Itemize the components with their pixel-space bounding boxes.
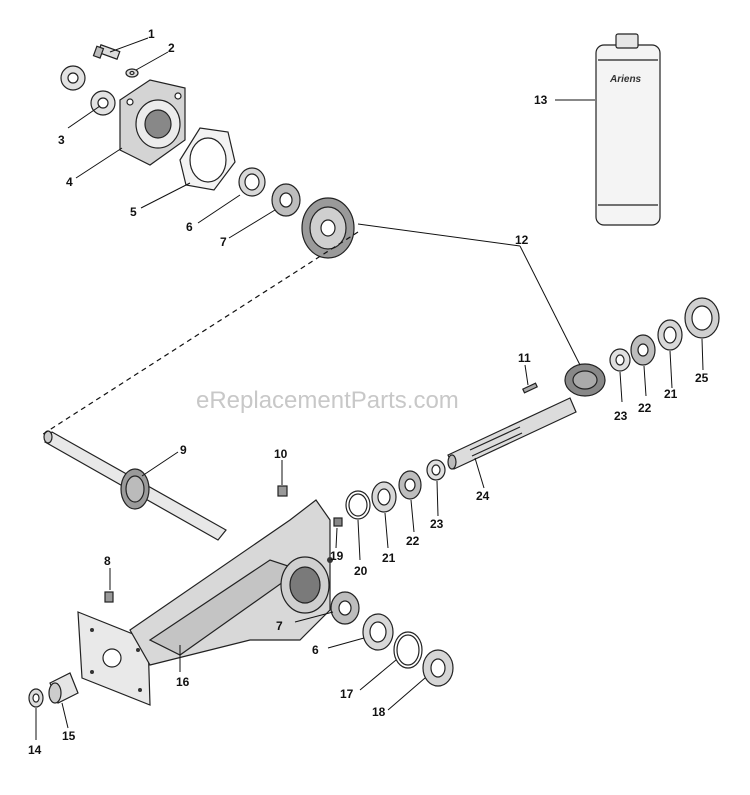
part-20-snap-ring bbox=[345, 490, 371, 520]
part-14-washer bbox=[28, 688, 44, 708]
container-brand-text: Ariens bbox=[609, 74, 642, 85]
callout-23-right: 23 bbox=[614, 409, 628, 423]
part-12-worm-gear bbox=[564, 363, 606, 397]
part-13-lubricant-container: Ariens bbox=[595, 33, 661, 226]
callout-10: 10 bbox=[274, 447, 288, 461]
callout-labels: 1 2 3 4 5 6 7 13 12 9 10 11 8 16 14 15 7… bbox=[28, 27, 709, 757]
part-2-washer bbox=[125, 68, 139, 78]
part-7-bearing-cone-lower bbox=[330, 591, 360, 625]
part-18-seal bbox=[422, 649, 454, 687]
callout-18: 18 bbox=[372, 705, 386, 719]
callout-23-left: 23 bbox=[430, 517, 444, 531]
part-7-bearing-cone-upper bbox=[271, 183, 301, 217]
part-22-bearing-cone-left bbox=[398, 470, 422, 500]
callout-7-lower: 7 bbox=[276, 619, 283, 633]
callout-3: 3 bbox=[58, 133, 65, 147]
callout-25: 25 bbox=[695, 371, 709, 385]
part-23-spacer-left bbox=[426, 459, 446, 481]
callout-22-right: 22 bbox=[638, 401, 652, 415]
callout-8: 8 bbox=[104, 554, 111, 568]
part-5-gasket bbox=[179, 127, 236, 191]
part-9-axle-shaft bbox=[43, 430, 227, 541]
callout-16: 16 bbox=[176, 675, 190, 689]
part-21-bearing-cup-right bbox=[657, 319, 683, 351]
callout-14: 14 bbox=[28, 743, 42, 757]
part-15-bushing bbox=[48, 672, 79, 704]
callout-5: 5 bbox=[130, 205, 137, 219]
callout-17: 17 bbox=[340, 687, 354, 701]
callout-15: 15 bbox=[62, 729, 76, 743]
part-8-key bbox=[104, 591, 114, 603]
part-1-bolt bbox=[92, 44, 121, 60]
callout-13: 13 bbox=[534, 93, 548, 107]
part-6-bearing-cup-upper bbox=[238, 167, 266, 197]
callout-7-upper: 7 bbox=[220, 235, 227, 249]
callout-6-lower: 6 bbox=[312, 643, 319, 657]
part-25-seal bbox=[684, 297, 720, 339]
callout-19: 19 bbox=[330, 549, 344, 563]
callout-4: 4 bbox=[66, 175, 73, 189]
callout-2: 2 bbox=[168, 41, 175, 55]
callout-12: 12 bbox=[515, 233, 529, 247]
part-4-bearing-housing bbox=[119, 79, 186, 166]
callout-6-upper: 6 bbox=[186, 220, 193, 234]
callout-21-left: 21 bbox=[382, 551, 396, 565]
callout-1: 1 bbox=[148, 27, 155, 41]
part-16-transmission-case bbox=[77, 499, 333, 706]
callout-24: 24 bbox=[476, 489, 490, 503]
part-17-snap-ring bbox=[393, 631, 423, 669]
part-6-bearing-cup-lower bbox=[362, 613, 394, 651]
part-19-fitting bbox=[333, 517, 343, 527]
callout-11: 11 bbox=[518, 351, 531, 365]
part-22-bearing-cone-right bbox=[630, 334, 656, 366]
part-12-gear-upper bbox=[301, 197, 355, 259]
callout-21-right: 21 bbox=[664, 387, 678, 401]
part-21-bearing-cup-left bbox=[371, 481, 397, 513]
part-10-plug bbox=[277, 485, 288, 497]
part-23-spacer-right bbox=[609, 348, 631, 372]
part-3-seal bbox=[60, 65, 116, 116]
part-24-worm-shaft bbox=[447, 397, 577, 470]
part-11-key bbox=[522, 382, 538, 394]
callout-9: 9 bbox=[180, 443, 187, 457]
watermark-text: eReplacementParts.com bbox=[196, 387, 459, 414]
callout-20: 20 bbox=[354, 564, 368, 578]
callout-22-left: 22 bbox=[406, 534, 420, 548]
leader-lines bbox=[35, 37, 704, 740]
